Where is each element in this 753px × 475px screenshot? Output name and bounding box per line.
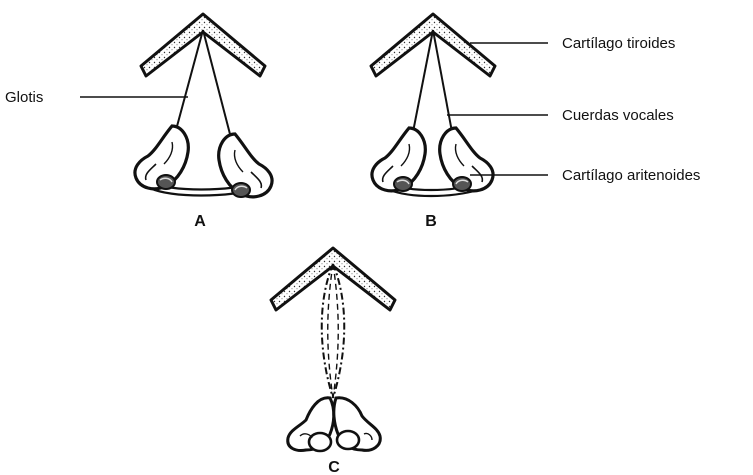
panel-a xyxy=(135,14,272,197)
panel-c xyxy=(271,248,395,451)
label-cuerdas-vocales: Cuerdas vocales xyxy=(562,107,674,124)
vocal-cord-right-c xyxy=(333,264,344,398)
caption-a: A xyxy=(194,213,206,230)
label-cartilago-aritenoides: Cartílago aritenoides xyxy=(562,167,700,184)
label-cartilago-tiroides: Cartílago tiroides xyxy=(562,35,675,52)
label-glotis: Glotis xyxy=(5,89,43,106)
vocal-cord-left-c xyxy=(322,264,333,398)
arytenoid-left-c xyxy=(288,398,334,451)
arytenoid-left-a xyxy=(135,126,188,189)
arytenoid-left-b xyxy=(372,128,425,191)
panel-b xyxy=(371,14,495,196)
thyroid-cartilage-c xyxy=(271,248,395,310)
thyroid-cartilage-b xyxy=(371,14,495,76)
arytenoid-right-c xyxy=(334,398,380,451)
thyroid-cartilage-a xyxy=(141,14,265,76)
arytenoid-right-b xyxy=(440,128,493,191)
caption-c: C xyxy=(328,459,340,475)
caption-b: B xyxy=(425,213,437,230)
